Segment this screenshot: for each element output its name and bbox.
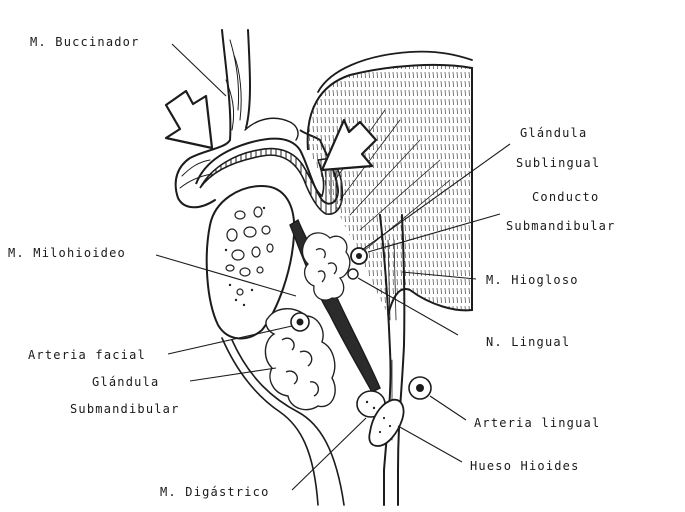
label-hiogloso: M. Hiogloso <box>486 273 579 287</box>
label-glandula-sublingual-2: Sublingual <box>516 156 600 170</box>
arrow-left-icon <box>166 91 212 148</box>
label-glandula-sub-2: Submandibular <box>70 402 180 416</box>
facial-artery <box>291 313 309 331</box>
label-buccinador: M. Buccinador <box>30 35 140 49</box>
label-conducto-2: Submandibular <box>506 219 616 233</box>
label-digastrico: M. Digástrico <box>160 485 270 499</box>
label-lingual-nerve: N. Lingual <box>486 335 570 349</box>
label-glandula-sublingual-1: Glándula <box>520 126 587 140</box>
label-arteria-lingual: Arteria lingual <box>474 416 600 430</box>
label-hueso-hioides: Hueso Hioides <box>470 459 580 473</box>
sublingual-gland <box>303 233 350 300</box>
label-glandula-sub-1: Glándula <box>92 375 159 389</box>
label-arteria-facial: Arteria facial <box>28 348 146 362</box>
lingual-nerve <box>348 269 358 279</box>
label-milohioideo: M. Milohioideo <box>8 246 126 260</box>
submandibular-duct <box>351 248 367 264</box>
lingual-artery <box>409 377 431 399</box>
label-conducto-1: Conducto <box>532 190 599 204</box>
